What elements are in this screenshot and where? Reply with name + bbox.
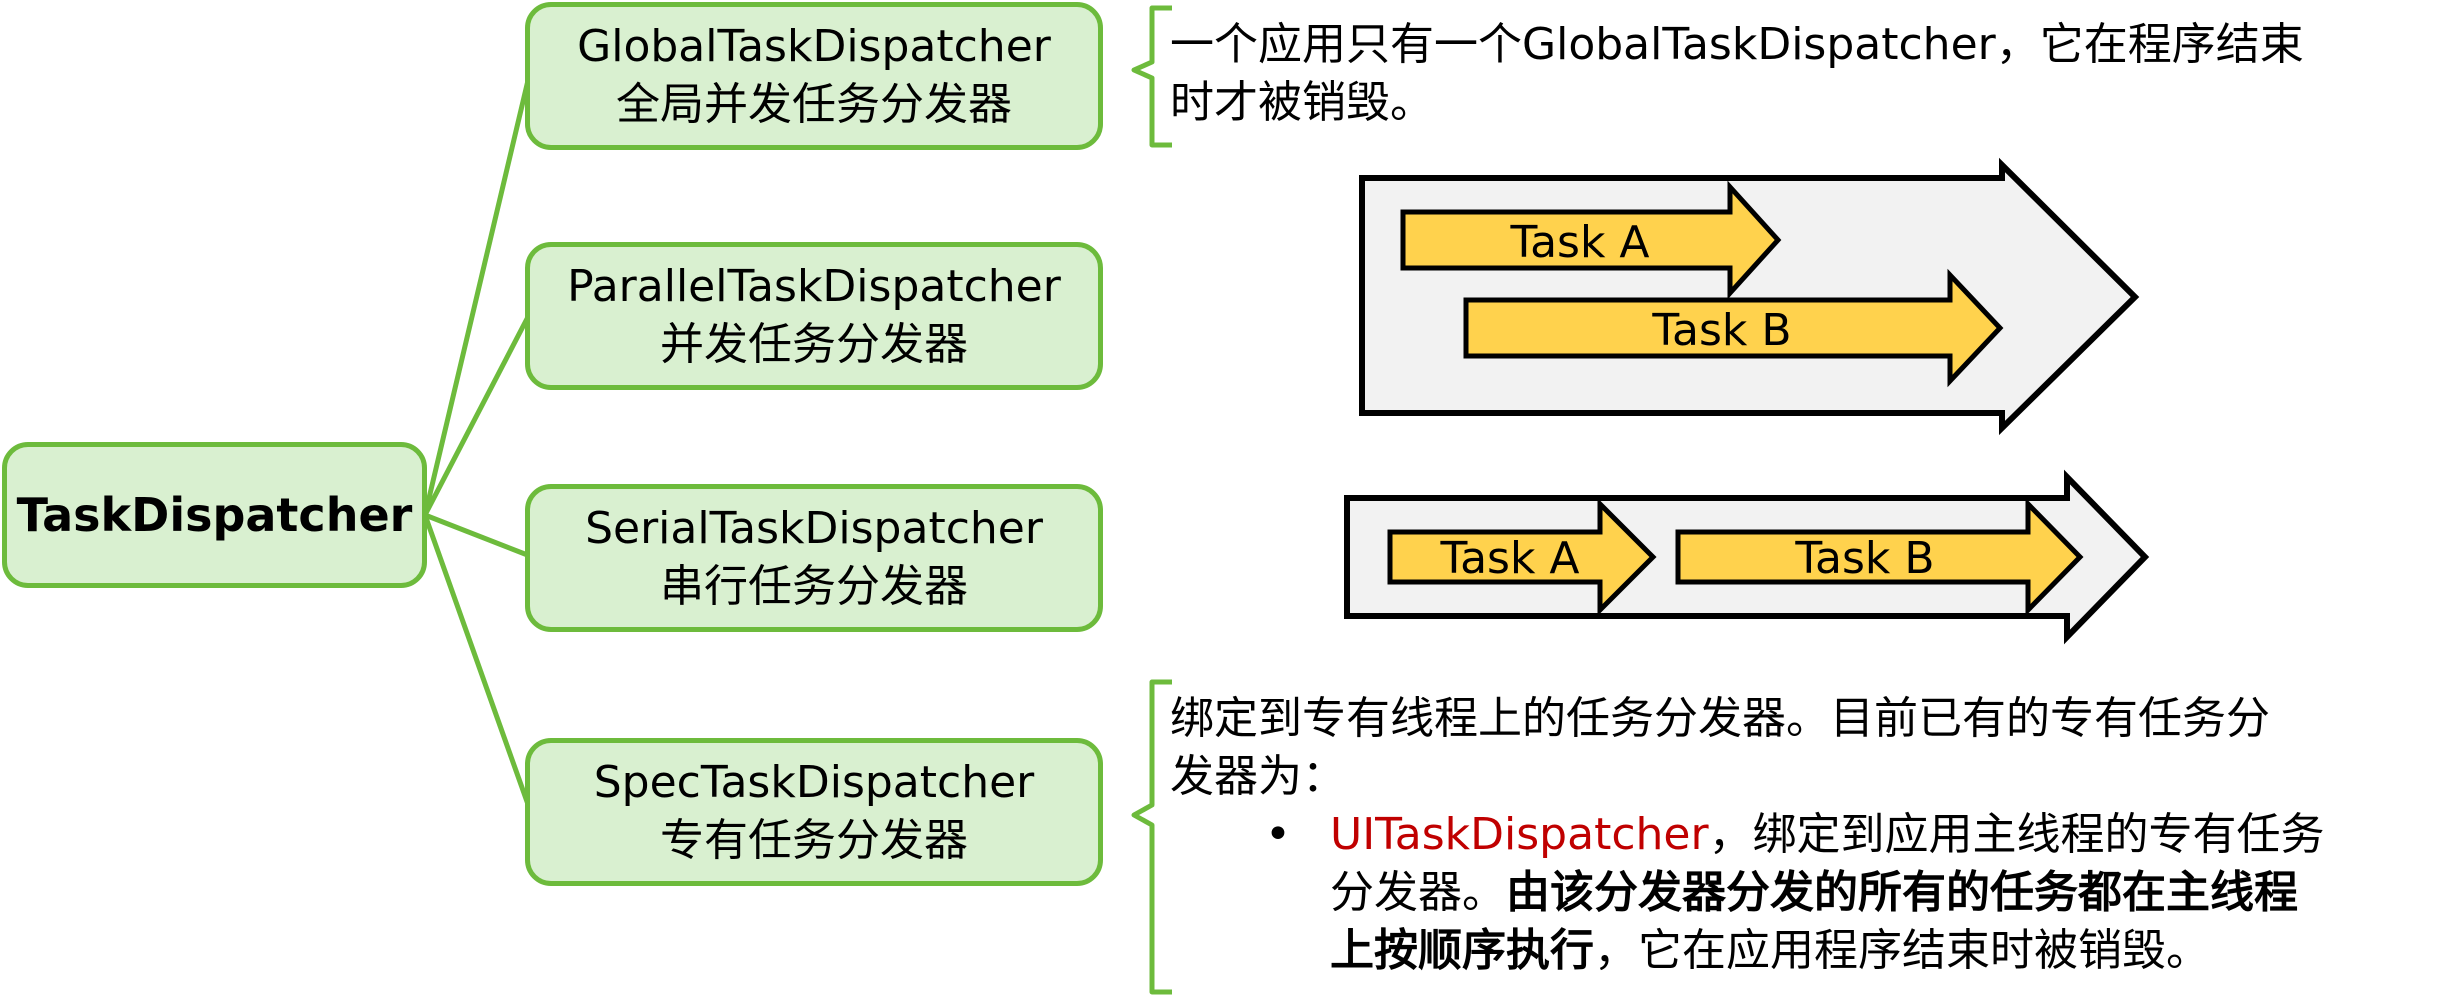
node-cn-name: 并发任务分发器 xyxy=(660,319,968,370)
bullet-bold-text: 由该分发器分发的所有的任务都在主线程 xyxy=(1506,867,2298,918)
serial-illustration: Task A Task B xyxy=(1344,469,2150,645)
braces xyxy=(1131,5,1172,995)
node-cn-name: 专有任务分发器 xyxy=(660,815,968,866)
task-b-label: Task B xyxy=(1651,305,1791,356)
task-a-label: Task A xyxy=(1509,217,1649,268)
task-b-arrow xyxy=(1675,497,2084,617)
bullet-text: ，绑定到应用主线程的专有任务 xyxy=(1708,809,2325,860)
parallel-illustration: Task A Task B xyxy=(1359,157,2140,436)
global-desc-line: 时才被销毁。 xyxy=(1170,77,1434,128)
task-a-label: Task A xyxy=(1439,533,1579,584)
task-b-arrow xyxy=(1463,268,2004,388)
bullet-bold-text: 上按顺序执行 xyxy=(1330,925,1594,976)
bullet-continuation: 上按顺序执行，它在应用程序结束时被销毁。 xyxy=(1170,922,2440,980)
node-cn-name: 串行任务分发器 xyxy=(660,561,968,612)
serial-dispatcher-node: SerialTaskDispatcher 串行任务分发器 xyxy=(525,484,1103,632)
bullet-dot: • xyxy=(1265,809,1291,860)
global-description: 一个应用只有一个GlobalTaskDispatcher，它在程序结束 时才被销… xyxy=(1170,16,2440,132)
connector-spec xyxy=(422,514,533,811)
task-b-label: Task B xyxy=(1794,533,1934,584)
spec-desc-line: 绑定到专有线程上的任务分发器。目前已有的专有任务分 xyxy=(1170,693,2270,744)
root-node: TaskDispatcher xyxy=(2,442,427,588)
bullet-text: ，它在应用程序结束时被销毁。 xyxy=(1594,925,2210,976)
bullet-item: • UITaskDispatcher，绑定到应用主线程的专有任务 xyxy=(1170,806,2440,864)
node-name: SpecTaskDispatcher xyxy=(593,757,1035,808)
bullet-continuation: 分发器。由该分发器分发的所有的任务都在主线程 xyxy=(1170,864,2440,922)
root-label: TaskDispatcher xyxy=(16,488,413,542)
global-dispatcher-node: GlobalTaskDispatcher 全局并发任务分发器 xyxy=(525,2,1103,150)
spec-desc-line: 发器为： xyxy=(1170,751,1346,802)
bullet-text: 分发器。 xyxy=(1330,867,1506,918)
connector-serial xyxy=(424,512,531,559)
global-brace xyxy=(1131,5,1172,148)
node-name: SerialTaskDispatcher xyxy=(585,503,1043,554)
task-a-arrow xyxy=(1387,497,1657,617)
node-name: ParallelTaskDispatcher xyxy=(567,261,1061,312)
spec-brace xyxy=(1131,679,1172,995)
connector-parallel xyxy=(422,311,533,517)
parallel-dispatcher-node: ParallelTaskDispatcher 并发任务分发器 xyxy=(525,242,1103,390)
global-desc-line: 一个应用只有一个GlobalTaskDispatcher，它在程序结束 xyxy=(1170,19,2304,70)
spec-dispatcher-node: SpecTaskDispatcher 专有任务分发器 xyxy=(525,738,1103,886)
spec-description: 绑定到专有线程上的任务分发器。目前已有的专有任务分 发器为： • UITaskDi… xyxy=(1170,690,2440,980)
node-cn-name: 全局并发任务分发器 xyxy=(616,79,1012,130)
node-name: GlobalTaskDispatcher xyxy=(577,21,1051,72)
task-a-arrow xyxy=(1400,180,1782,300)
ui-task-dispatcher-name: UITaskDispatcher xyxy=(1330,809,1709,860)
connector-global xyxy=(422,71,533,516)
connector-lines xyxy=(422,71,533,811)
